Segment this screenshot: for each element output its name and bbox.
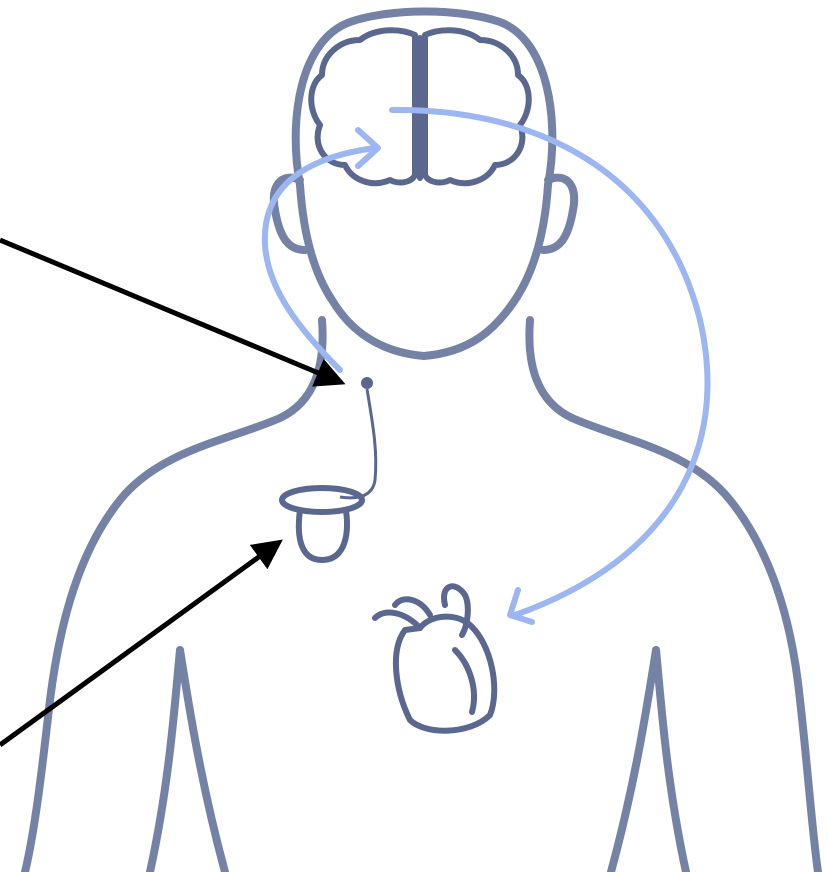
pointer-to-generator — [0, 543, 278, 745]
lead-wire — [340, 389, 376, 498]
stimulation-lead — [340, 377, 376, 498]
left-armpit-inner — [180, 650, 225, 872]
right-armpit — [656, 650, 686, 872]
electrode-icon — [361, 377, 373, 389]
left-shoulder — [25, 320, 323, 872]
efferent-arrowhead — [510, 590, 532, 622]
right-armpit-inner — [611, 650, 656, 872]
left-armpit — [150, 650, 180, 872]
brain-icon — [311, 30, 529, 183]
signal-pathway — [265, 110, 708, 622]
heart-icon — [375, 586, 494, 730]
